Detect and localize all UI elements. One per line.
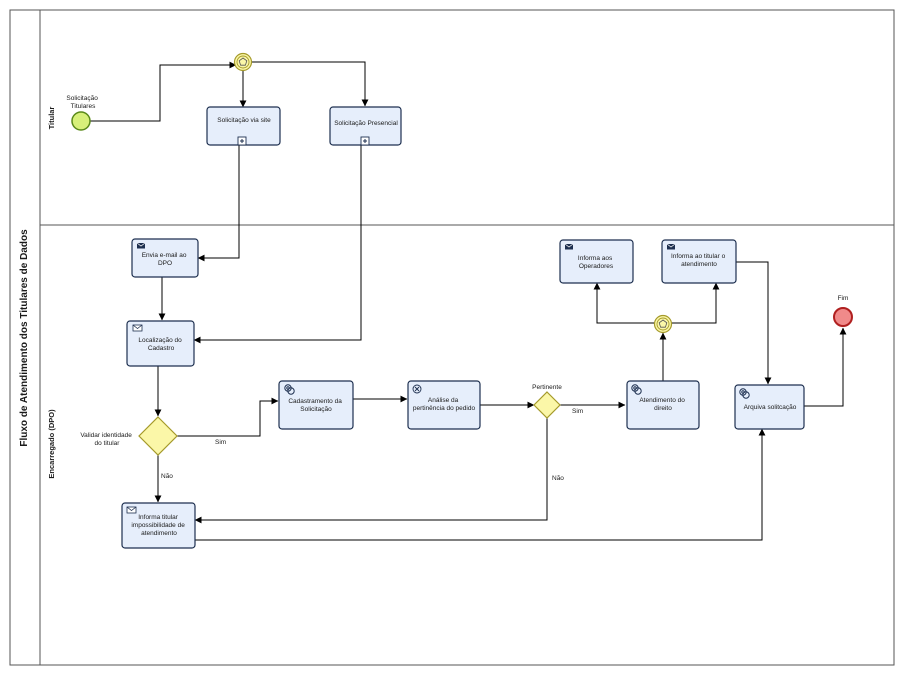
task-cadastramento-label: Cadastramento da Solicitação — [288, 398, 343, 413]
flow-validar-sim — [177, 397, 279, 437]
task-informa-impossibilidade[interactable] — [121, 502, 196, 549]
pentagon-icon — [238, 57, 248, 66]
task-envia-email[interactable] — [131, 238, 199, 278]
flow-impossibilidade-to-arquiva — [195, 428, 766, 541]
flow-label-nao-validar: Não — [161, 473, 173, 480]
flow-label-sim-pertinente: Sim — [572, 408, 583, 415]
task-solicitacao-presencial[interactable] — [329, 106, 402, 146]
event-gateway-dpo[interactable] — [653, 314, 673, 334]
receive-message-icon — [132, 324, 143, 332]
flow-label-sim-validar: Sim — [215, 439, 226, 446]
task-informa-titular-atendimento[interactable] — [661, 239, 737, 284]
send-message-icon — [564, 243, 574, 250]
sequence-flows — [90, 61, 847, 541]
task-solicitacao-presencial-label: Solicitação Presencial — [334, 120, 398, 127]
lane-label-dpo: Encarregado (DPO) — [47, 409, 56, 479]
task-analise-label: Análise da pertinência do pedido — [413, 397, 476, 412]
send-message-icon — [666, 243, 676, 250]
flow-gateway-to-titular — [671, 282, 720, 324]
task-informa-operadores[interactable] — [559, 239, 634, 284]
pentagon-icon — [658, 319, 668, 328]
gateway-validar[interactable] — [138, 416, 178, 456]
gateway-pertinente-label: Pertinente — [532, 384, 562, 391]
send-message-icon — [136, 242, 146, 249]
flow-presencial-to-localizacao — [193, 145, 362, 344]
task-atendimento-label: Atendimento do direito — [639, 397, 686, 412]
task-envia-email-label: Envia e-mail ao DPO — [142, 252, 189, 267]
pool-title: Fluxo de Atendimento dos Titulares de Da… — [19, 229, 30, 447]
flow-gateway-to-operadores — [593, 282, 655, 324]
service-gear-icon — [284, 384, 295, 395]
start-event-label: Solicitação Titulares — [66, 95, 99, 110]
end-event[interactable] — [833, 307, 853, 327]
task-analise[interactable] — [407, 380, 481, 430]
task-solicitacao-site[interactable] — [206, 106, 281, 146]
task-informa-titular-atendimento-label: Informa ao titular o atendimento — [671, 253, 727, 268]
start-event[interactable] — [71, 111, 91, 131]
task-cadastramento[interactable] — [278, 380, 354, 430]
flow-site-to-email — [197, 145, 240, 262]
end-event-label: Fim — [838, 295, 849, 302]
service-gear-icon — [631, 384, 642, 395]
receive-message-icon — [126, 506, 137, 514]
task-informa-impossibilidade-label: Informa titular impossibilidade de atend… — [131, 514, 186, 537]
task-localizacao[interactable] — [126, 320, 195, 367]
lane-label-titular: Titular — [47, 107, 56, 130]
task-arquiva[interactable] — [734, 384, 805, 430]
gateway-validar-label: Validar identidade do titular — [80, 432, 133, 447]
gateway-pertinente[interactable] — [533, 391, 561, 419]
flow-pertinente-nao — [194, 418, 548, 524]
rule-icon — [412, 384, 422, 394]
task-solicitacao-site-label: Solicitação via site — [217, 117, 271, 124]
task-informa-operadores-label: Informa aos Operadores — [578, 255, 614, 270]
service-gear-icon — [739, 388, 750, 399]
flow-start-to-gateway — [90, 61, 237, 122]
flow-gateway-to-presencial — [251, 61, 369, 107]
flow-arquiva-to-fim — [804, 327, 847, 407]
flow-label-nao-pertinente: Não — [552, 475, 564, 482]
task-atendimento[interactable] — [626, 380, 700, 430]
task-arquiva-label: Arquiva solitcação — [744, 404, 797, 411]
flow-informa-titular-to-arquiva — [736, 261, 772, 385]
task-localizacao-label: Localização do Cadastro — [138, 337, 183, 352]
event-gateway-top[interactable] — [233, 52, 253, 72]
